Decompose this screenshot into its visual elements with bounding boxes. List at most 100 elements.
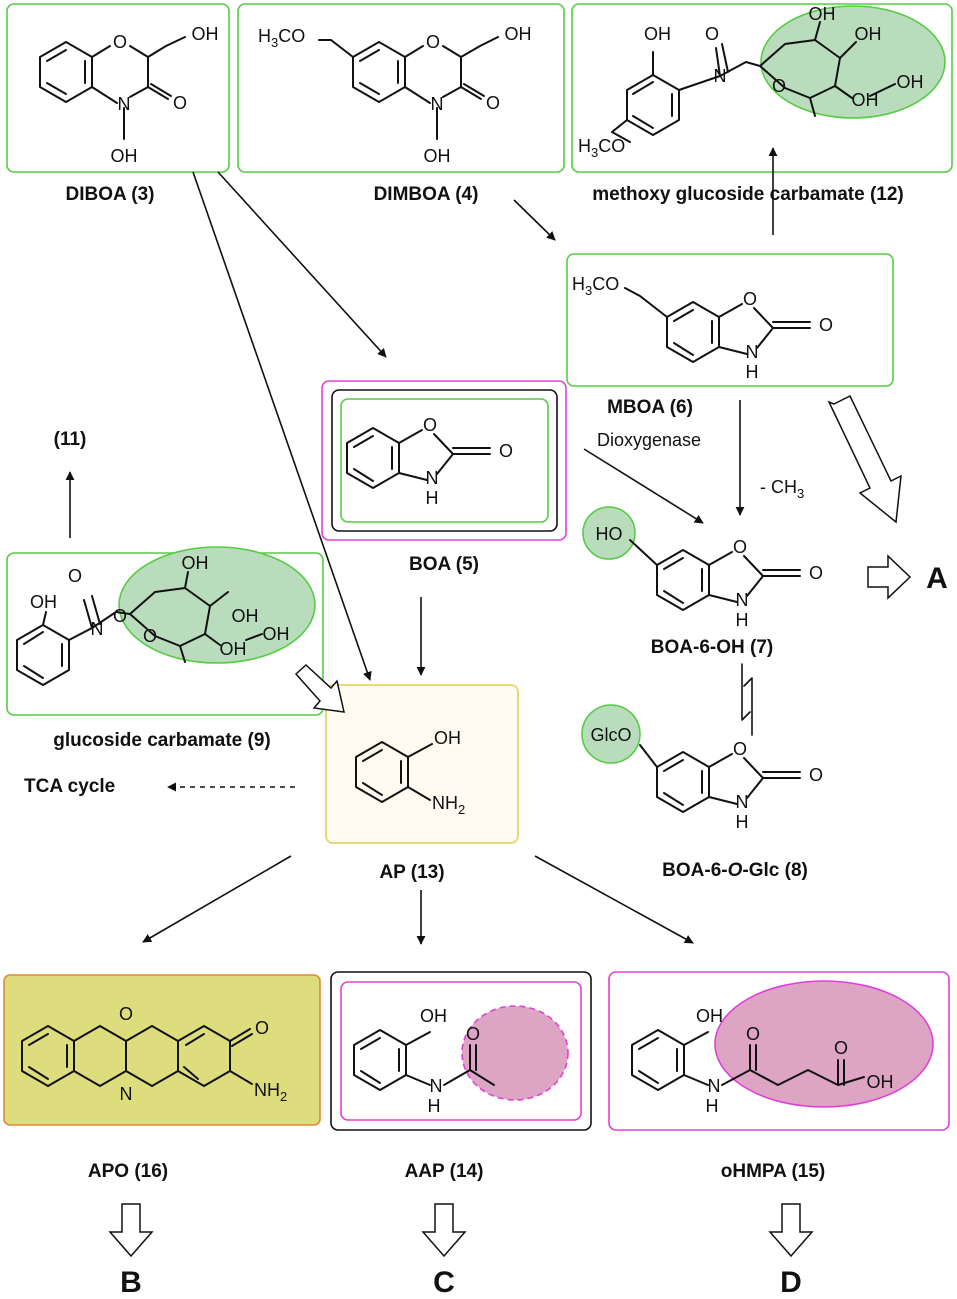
boa6oh-structure: HO O N H O: [596, 524, 824, 630]
diboa-structure: O OH O N OH: [39, 24, 219, 166]
aap-structure: OH N H O: [353, 1006, 495, 1116]
apo-atom-o-keto: O: [255, 1018, 269, 1038]
arrow-boa-to-boa6oh: [583, 448, 704, 524]
boa-mid-box: [331, 389, 558, 532]
mgc-atom-o-ring: O: [772, 76, 786, 96]
hollow-arrow-gc-to-ap: [294, 663, 345, 713]
mgc-atom-oh-2: OH: [855, 24, 882, 44]
mboa-atom-h: H: [746, 362, 759, 382]
diboa-atom-noh: OH: [111, 146, 138, 166]
aap-inner-box: [340, 981, 582, 1121]
apo-structure: O N O NH2: [21, 1004, 287, 1104]
boa6oglc-atom-o-ring: O: [733, 739, 747, 759]
hollow-arrow-ohmpa-to-d: [768, 1203, 814, 1258]
boa-atom-o-keto: O: [499, 441, 513, 461]
dimboa-box: [237, 3, 565, 173]
diboa-atom-o-ring: O: [113, 32, 127, 52]
mgc-atom-oh-aryl: OH: [644, 24, 671, 44]
dimboa-structure: H3CO O OH O N OH: [258, 24, 532, 166]
boa-inner-box: [340, 398, 549, 523]
gc-box: [6, 552, 324, 716]
apo-atom-nh2: NH2: [254, 1080, 287, 1104]
ohmpa-atom-o-acid: O: [834, 1038, 848, 1058]
boa6oh-atom-ho: HO: [596, 524, 623, 544]
ohmpa-atom-oh-acid: OH: [867, 1072, 894, 1092]
outcome-c: C: [433, 1266, 455, 1299]
gc-atom-oh-3: OH: [220, 639, 247, 659]
mgc-atom-n: N: [714, 66, 727, 86]
dimboa-atom-n: N: [431, 94, 444, 114]
mgc-atom-oh-1: OH: [809, 4, 836, 24]
apo-atom-o-ring: O: [119, 1004, 133, 1024]
boa-atom-o-ring: O: [423, 415, 437, 435]
apo-box: [3, 974, 321, 1126]
mgc-structure: OH O N O OH OH OH OH H3CO: [578, 4, 924, 160]
equilibrium-down-arrow: [741, 663, 751, 721]
gc-structure: OH O N O O OH OH OH OH: [16, 553, 290, 686]
demethylation-label: - CH3: [760, 477, 804, 501]
aap-outer-box: [330, 971, 592, 1131]
arrow-diboa-to-ap: [192, 171, 372, 681]
aap-label: AAP (14): [405, 1161, 484, 1182]
ap-box: [325, 684, 519, 844]
ohmpa-atom-o-keto: O: [746, 1024, 760, 1044]
ap-label: AP (13): [379, 862, 444, 883]
mboa-structure: H3CO O N H O: [572, 274, 833, 382]
boa6oh-atom-o-keto: O: [809, 563, 823, 583]
ohmpa-atom-oh: OH: [696, 1006, 723, 1026]
equilibrium-up-arrow: [743, 677, 753, 736]
apo-atom-n: N: [120, 1084, 133, 1104]
ohmpa-atom-h: H: [706, 1096, 719, 1116]
mboa-box: [566, 253, 894, 387]
diboa-atom-o-keto: O: [173, 93, 187, 113]
boa6oglc-atom-o-keto: O: [809, 765, 823, 785]
dimboa-atom-h3co: H3CO: [258, 26, 305, 50]
ohmpa-atom-n: N: [708, 1076, 721, 1096]
ap-structure: OH NH2: [355, 728, 465, 817]
mboa-atom-n: N: [746, 342, 759, 362]
ohmpa-label: oHMPA (15): [721, 1161, 826, 1182]
ohmpa-box: [608, 971, 950, 1131]
hollow-arrow-apo-to-b: [108, 1203, 154, 1258]
aap-atom-h: H: [428, 1096, 441, 1116]
gc-glucose-highlight: [118, 546, 316, 664]
gc-atom-n: N: [91, 619, 104, 639]
malonyl-highlight: [714, 980, 934, 1108]
diboa-label: DIBOA (3): [65, 184, 154, 205]
hollow-arrow-aap-to-c: [421, 1203, 467, 1258]
boa6oh-atom-n: N: [736, 590, 749, 610]
ap-atom-nh2: NH2: [432, 793, 465, 817]
boa-atom-h: H: [426, 488, 439, 508]
dioxygenase-label: Dioxygenase: [597, 430, 701, 450]
boa-atom-n: N: [426, 468, 439, 488]
mboa-label: MBOA (6): [607, 397, 693, 418]
mboa-atom-o-keto: O: [819, 315, 833, 335]
outcome-b: B: [120, 1266, 142, 1299]
mgc-atom-h3co: H3CO: [578, 136, 625, 160]
dimboa-atom-o-keto: O: [486, 93, 500, 113]
boa6oglc-structure: GlcO O N H O: [590, 725, 823, 832]
outcome-d: D: [780, 1266, 802, 1299]
dimboa-atom-o-ring: O: [426, 32, 440, 52]
arrow-diboa-to-boa: [217, 171, 387, 358]
hollow-arrow-mboa-to-a: [827, 394, 902, 524]
mgc-atom-o-keto: O: [705, 24, 719, 44]
hollow-arrow-boa6oh-to-a: [867, 554, 912, 600]
boa6oglc-label: BOA-6-O-Glc (8): [662, 860, 808, 881]
boa-structure: O N H O: [346, 415, 513, 508]
diboa-box: [6, 3, 230, 173]
aap-atom-oh: OH: [420, 1006, 447, 1026]
gc-atom-oh-1: OH: [182, 553, 209, 573]
compound-11-label: (11): [54, 429, 87, 450]
outcome-a: A: [926, 562, 948, 595]
acetyl-highlight: [461, 1005, 569, 1101]
gc-label: glucoside carbamate (9): [53, 730, 271, 751]
mgc-glucose-highlight: [760, 5, 946, 119]
apo-label: APO (16): [88, 1161, 168, 1182]
diboa-atom-n: N: [118, 94, 131, 114]
boa6oh-label: BOA-6-OH (7): [651, 637, 773, 658]
arrow-ap-to-apo: [142, 855, 292, 943]
boa6oglc-atom-h: H: [736, 812, 749, 832]
hydroxy-highlight: [582, 506, 636, 560]
